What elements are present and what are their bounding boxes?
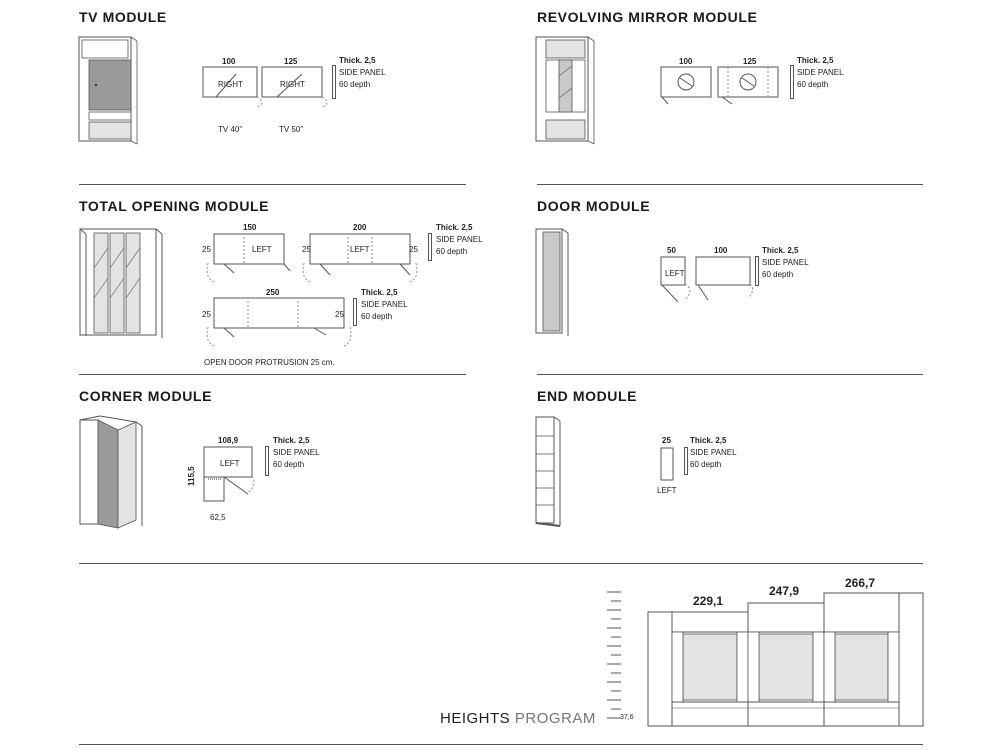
mirror-width-100: 100 (679, 57, 693, 66)
total-side-panel-2: SIDE PANEL (361, 300, 408, 309)
tv-plan-label-1: RIGHT (218, 80, 243, 89)
total-side-panel-1: SIDE PANEL (436, 235, 483, 244)
tv-plan-label-2: RIGHT (280, 80, 305, 89)
mirror-depth: 60 depth (797, 80, 829, 89)
total-depth-2: 60 depth (361, 312, 393, 321)
corner-height-115-5: 115,5 (187, 466, 196, 486)
total-side-panel-bar (428, 233, 432, 261)
end-plan (660, 447, 674, 481)
corner-depth: 60 depth (273, 460, 305, 469)
total-width-200: 200 (353, 223, 367, 232)
end-module-elevation (535, 416, 561, 527)
total-side-200-left: 25 (302, 245, 311, 254)
tv-width-125: 125 (284, 57, 298, 66)
tv-depth: 60 depth (339, 80, 371, 89)
separator-bottom (79, 744, 923, 745)
tv-thick: Thick. 2,5 (339, 56, 376, 65)
door-width-100: 100 (714, 246, 728, 255)
tv-caption-50: TV 50" (279, 125, 304, 134)
end-label-left: LEFT (657, 486, 677, 495)
total-label-200: LEFT (350, 245, 370, 254)
door-depth: 60 depth (762, 270, 794, 279)
end-side-panel: SIDE PANEL (690, 448, 737, 457)
mirror-module-title: REVOLVING MIRROR MODULE (537, 9, 758, 25)
total-side-250-right: 25 (335, 310, 344, 319)
corner-thick: Thick. 2,5 (273, 436, 310, 445)
corner-side-panel-bar (265, 446, 269, 476)
end-side-panel-bar (684, 447, 688, 475)
height-value-266-7: 266,7 (845, 576, 876, 590)
total-side-250-left: 25 (202, 310, 211, 319)
separator-row1-left (79, 184, 466, 185)
door-thick: Thick. 2,5 (762, 246, 799, 255)
mirror-width-125: 125 (743, 57, 757, 66)
door-side-panel: SIDE PANEL (762, 258, 809, 267)
total-depth-1: 60 depth (436, 247, 468, 256)
door-width-50: 50 (667, 246, 676, 255)
door-module-elevation (535, 228, 569, 336)
tv-module-title: TV MODULE (79, 9, 167, 25)
heights-program-title: HEIGHTS PROGRAM (440, 710, 596, 727)
total-thick-1: Thick. 2,5 (436, 223, 473, 232)
corner-label-left: LEFT (220, 459, 240, 468)
tv-module-elevation (78, 36, 138, 145)
separator-row2-right (537, 374, 923, 375)
end-width-25: 25 (662, 436, 671, 445)
heights-base-37-6: 37,6 (620, 714, 634, 721)
total-opening-elevation (79, 228, 163, 338)
tv-plan (202, 66, 328, 108)
end-depth: 60 depth (690, 460, 722, 469)
total-side-150: 25 (202, 245, 211, 254)
door-side-panel-bar (755, 256, 759, 286)
total-width-250: 250 (266, 288, 280, 297)
mirror-plan (660, 66, 779, 105)
separator-row1-right (537, 184, 923, 185)
total-plan-250 (206, 297, 352, 348)
heights-label-b: PROGRAM (514, 710, 596, 727)
total-protrusion-note: OPEN DOOR PROTRUSION 25 cm. (204, 358, 335, 367)
height-value-229-1: 229,1 (693, 594, 724, 608)
total-thick-2: Thick. 2,5 (361, 288, 398, 297)
separator-row3 (79, 563, 923, 564)
tv-caption-40: TV 40" (218, 125, 243, 134)
total-label-150: LEFT (252, 245, 272, 254)
end-thick: Thick. 2,5 (690, 436, 727, 445)
total-plan-200 (302, 233, 418, 284)
corner-side-panel: SIDE PANEL (273, 448, 320, 457)
door-plan (660, 256, 754, 303)
corner-width-108-9: 108,9 (218, 436, 239, 445)
total-opening-title: TOTAL OPENING MODULE (79, 198, 270, 214)
tv-width-100: 100 (222, 57, 236, 66)
corner-module-title: CORNER MODULE (79, 388, 213, 404)
corner-width-62-5: 62,5 (210, 513, 226, 522)
mirror-side-panel: SIDE PANEL (797, 68, 844, 77)
mirror-side-panel-bar (790, 65, 794, 99)
total-width-150: 150 (243, 223, 257, 232)
total-plan-150 (206, 233, 291, 284)
door-module-title: DOOR MODULE (537, 198, 651, 214)
corner-plan (203, 446, 255, 502)
separator-row2-left (79, 374, 466, 375)
heights-label-a: HEIGHTS (440, 710, 511, 727)
tv-side-panel-bar (332, 65, 336, 99)
tv-side-panel: SIDE PANEL (339, 68, 386, 77)
height-value-247-9: 247,9 (769, 584, 800, 598)
mirror-module-elevation (535, 36, 595, 145)
door-label-left: LEFT (665, 269, 685, 278)
heights-scale (607, 591, 621, 719)
total-side-200-right: 25 (409, 245, 418, 254)
heights-elevation (647, 592, 924, 727)
mirror-thick: Thick. 2,5 (797, 56, 834, 65)
total-side-panel-bar-2 (353, 298, 357, 326)
corner-module-elevation (79, 415, 143, 529)
end-module-title: END MODULE (537, 388, 638, 404)
